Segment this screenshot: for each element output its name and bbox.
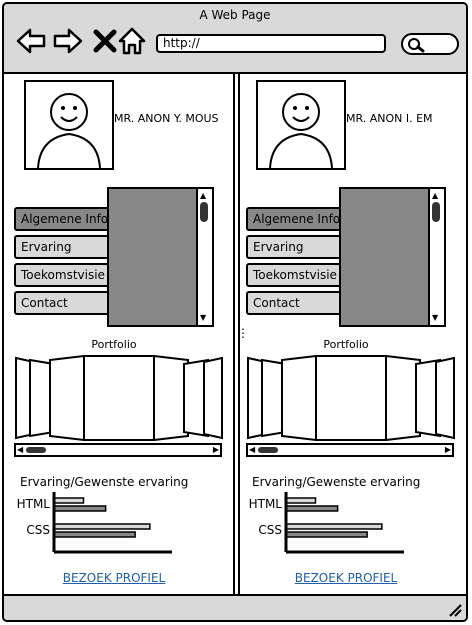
tab-ervaring[interactable]: Ervaring bbox=[14, 235, 109, 259]
visit-profile-link[interactable]: BEZOEK PROFIEL bbox=[294, 571, 398, 585]
scroll-thumb[interactable] bbox=[258, 447, 278, 453]
window-title: A Web Page bbox=[199, 8, 271, 22]
vertical-scrollbar[interactable]: ▲ ▼ bbox=[428, 189, 444, 325]
back-arrow-icon[interactable] bbox=[16, 26, 46, 56]
chart-bar bbox=[285, 523, 383, 530]
scroll-up-icon[interactable]: ▲ bbox=[200, 191, 207, 200]
scroll-left-icon[interactable]: ◀ bbox=[17, 445, 24, 454]
portfolio-carousel[interactable] bbox=[14, 354, 224, 442]
profile-name: MR. ANON I. EM bbox=[346, 112, 433, 125]
address-bar[interactable]: http:// bbox=[156, 34, 386, 53]
scroll-right-icon[interactable]: ▶ bbox=[444, 445, 451, 454]
chart-category-label: CSS bbox=[258, 523, 282, 537]
chart-title: Ervaring/Gewenste ervaring bbox=[20, 475, 189, 489]
search-icon bbox=[408, 38, 425, 53]
scroll-down-icon[interactable]: ▼ bbox=[432, 313, 439, 322]
chart-bar bbox=[53, 531, 136, 538]
chart-category-label: HTML bbox=[17, 497, 51, 511]
chart-bar bbox=[53, 497, 85, 504]
avatar bbox=[24, 80, 114, 170]
chart-category-label: HTML bbox=[249, 497, 283, 511]
scroll-up-icon[interactable]: ▲ bbox=[432, 191, 439, 200]
experience-bar-chart: HTML CSS bbox=[249, 492, 404, 554]
portfolio-carousel[interactable] bbox=[246, 354, 456, 442]
avatar bbox=[256, 80, 346, 170]
horizontal-scrollbar[interactable]: ◀ ▶ bbox=[14, 443, 222, 457]
tab-algemene-info[interactable]: Algemene Info bbox=[246, 207, 341, 231]
resize-grip-icon[interactable] bbox=[446, 601, 462, 617]
tab-contact[interactable]: Contact bbox=[14, 291, 109, 315]
status-bar bbox=[4, 594, 466, 620]
chart-bar bbox=[53, 523, 151, 530]
splitter-grip-icon[interactable]: ⋮ bbox=[237, 326, 249, 340]
chart-category-label: CSS bbox=[26, 523, 50, 537]
tab-list: Algemene Info Ervaring Toekomstvisie Con… bbox=[246, 207, 341, 319]
profile-panel-left: MR. ANON Y. MOUS ▲ ▼ Algemene Info Ervar… bbox=[14, 74, 229, 598]
visit-profile-link[interactable]: BEZOEK PROFIEL bbox=[62, 571, 166, 585]
vertical-scrollbar[interactable]: ▲ ▼ bbox=[196, 189, 212, 325]
close-x-icon[interactable] bbox=[90, 26, 120, 56]
chart-bar bbox=[53, 505, 107, 512]
scroll-down-icon[interactable]: ▼ bbox=[200, 313, 207, 322]
browser-window: A Web Page http:// bbox=[2, 2, 468, 622]
chart-bar bbox=[285, 531, 368, 538]
scroll-thumb[interactable] bbox=[432, 202, 440, 222]
tab-toekomstvisie[interactable]: Toekomstvisie bbox=[246, 263, 341, 287]
scroll-right-icon[interactable]: ▶ bbox=[212, 445, 219, 454]
forward-arrow-icon[interactable] bbox=[53, 26, 83, 56]
search-field[interactable] bbox=[401, 33, 459, 55]
experience-bar-chart: HTML CSS bbox=[17, 492, 172, 554]
chart-bar bbox=[285, 497, 317, 504]
chart-bar bbox=[285, 505, 339, 512]
title-bar: A Web Page http:// bbox=[4, 4, 466, 74]
scroll-thumb[interactable] bbox=[200, 202, 208, 222]
scroll-left-icon[interactable]: ◀ bbox=[249, 445, 256, 454]
user-face-icon bbox=[269, 93, 333, 169]
tab-ervaring[interactable]: Ervaring bbox=[246, 235, 341, 259]
profile-panel-right: MR. ANON I. EM ▲ ▼ Algemene Info Ervarin… bbox=[246, 74, 461, 598]
tab-list: Algemene Info Ervaring Toekomstvisie Con… bbox=[14, 207, 109, 319]
home-icon[interactable] bbox=[117, 26, 147, 56]
user-face-icon bbox=[37, 93, 101, 169]
tab-content-area: ▲ ▼ bbox=[107, 187, 214, 327]
page-content: MR. ANON Y. MOUS ▲ ▼ Algemene Info Ervar… bbox=[4, 74, 466, 598]
scroll-thumb[interactable] bbox=[26, 447, 46, 453]
portfolio-title: Portfolio bbox=[91, 338, 137, 351]
tab-toekomstvisie[interactable]: Toekomstvisie bbox=[14, 263, 109, 287]
portfolio-title: Portfolio bbox=[323, 338, 369, 351]
horizontal-scrollbar[interactable]: ◀ ▶ bbox=[246, 443, 454, 457]
split-divider[interactable] bbox=[233, 74, 240, 598]
tab-contact[interactable]: Contact bbox=[246, 291, 341, 315]
tab-content-area: ▲ ▼ bbox=[339, 187, 446, 327]
tab-algemene-info[interactable]: Algemene Info bbox=[14, 207, 109, 231]
chart-title: Ervaring/Gewenste ervaring bbox=[252, 475, 421, 489]
profile-name: MR. ANON Y. MOUS bbox=[114, 112, 219, 125]
